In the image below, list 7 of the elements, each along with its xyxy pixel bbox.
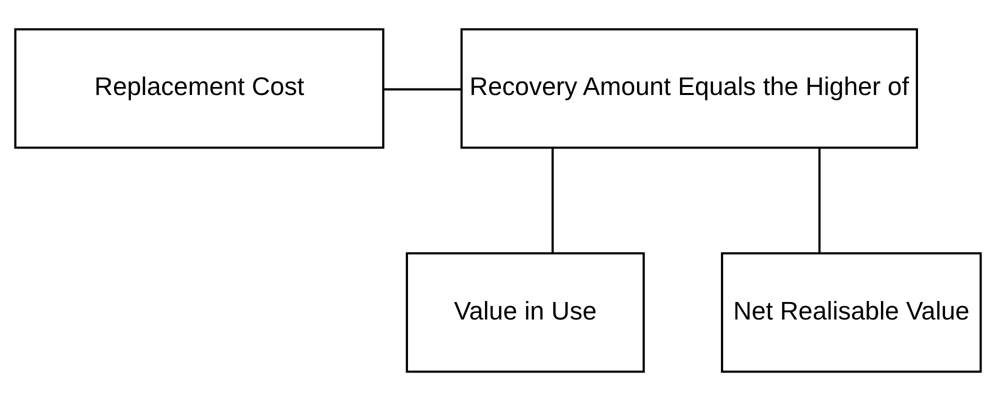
connector <box>818 147 821 252</box>
connector <box>384 88 462 90</box>
node-box: Value in Use <box>406 252 645 372</box>
node-box: Replacement Cost <box>14 28 384 148</box>
connector <box>552 147 554 252</box>
node-box: Recovery Amount Equals the Higher of <box>460 28 918 148</box>
node-box: Net Realisable Value <box>720 252 982 372</box>
